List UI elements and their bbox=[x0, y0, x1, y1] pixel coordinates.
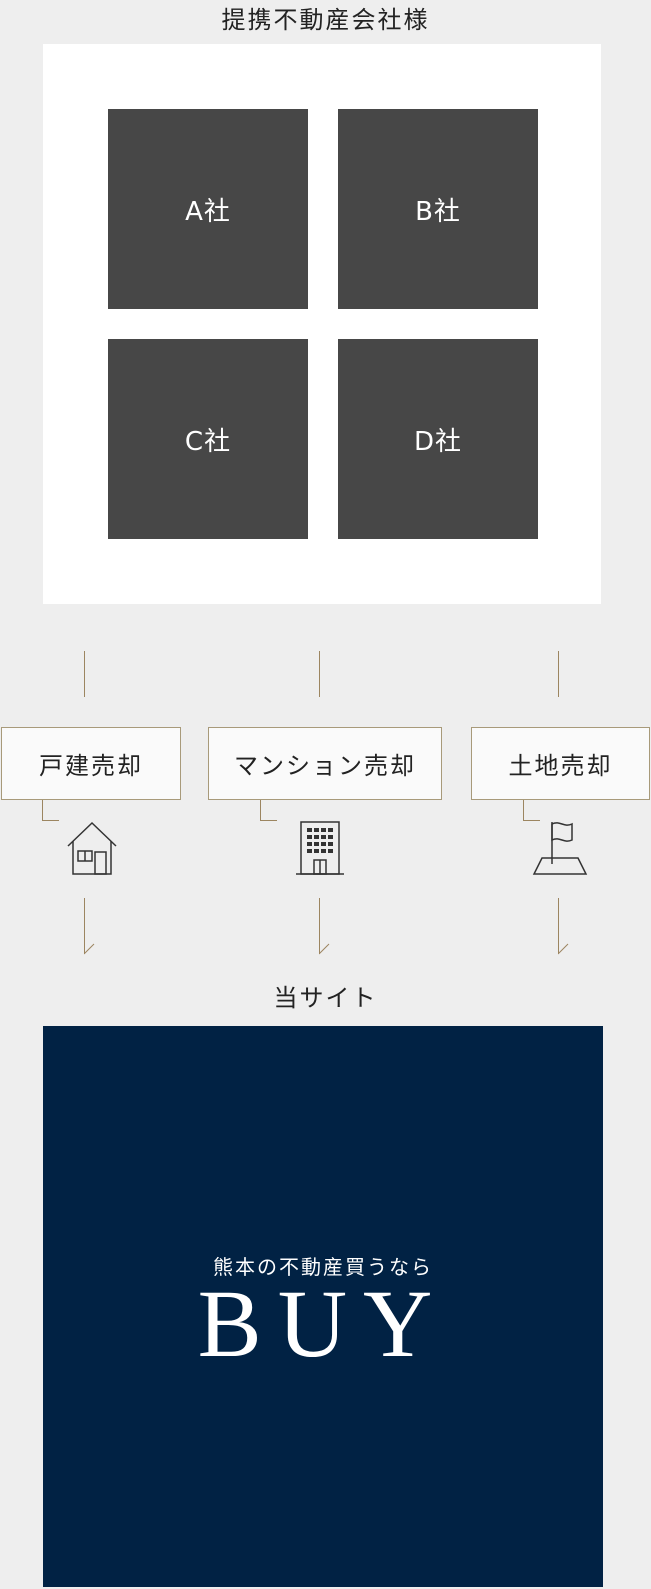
box-tail-3 bbox=[523, 800, 524, 820]
site-panel[interactable]: 熊本の不動産買うなら BUY bbox=[43, 1026, 603, 1587]
connector-line-3-top bbox=[558, 651, 559, 697]
category-land[interactable]: 土地売却 bbox=[471, 727, 650, 800]
category-detached-house[interactable]: 戸建売却 bbox=[1, 727, 181, 800]
partner-panel: A社 B社 C社 D社 bbox=[43, 44, 601, 604]
building-icon bbox=[296, 821, 344, 875]
arrow-line-2 bbox=[319, 898, 320, 954]
site-logo-text: BUY bbox=[197, 1270, 449, 1377]
box-tail-3-foot bbox=[523, 820, 540, 821]
partners-title: 提携不動産会社様 bbox=[221, 6, 430, 34]
arrow-line-1 bbox=[84, 898, 85, 954]
box-tail-2-foot bbox=[260, 820, 277, 821]
arrow-head-3-icon bbox=[558, 943, 569, 955]
arrow-line-3 bbox=[558, 898, 559, 954]
category-condominium[interactable]: マンション売却 bbox=[208, 727, 442, 800]
house-icon bbox=[67, 821, 117, 875]
box-tail-2 bbox=[260, 800, 261, 820]
box-tail-1 bbox=[42, 800, 43, 820]
company-c[interactable]: C社 bbox=[108, 339, 308, 539]
arrow-head-1-icon bbox=[84, 943, 95, 955]
company-a[interactable]: A社 bbox=[108, 109, 308, 309]
box-tail-1-foot bbox=[42, 820, 59, 821]
connector-line-2-top bbox=[319, 651, 320, 697]
connector-line-1-top bbox=[84, 651, 85, 697]
site-subtitle: 熊本の不動産買うなら bbox=[213, 1255, 433, 1279]
site-title: 当サイト bbox=[273, 984, 378, 1012]
company-d[interactable]: D社 bbox=[338, 339, 538, 539]
land-flag-icon bbox=[532, 822, 588, 875]
company-b[interactable]: B社 bbox=[338, 109, 538, 309]
arrow-head-2-icon bbox=[319, 943, 330, 955]
